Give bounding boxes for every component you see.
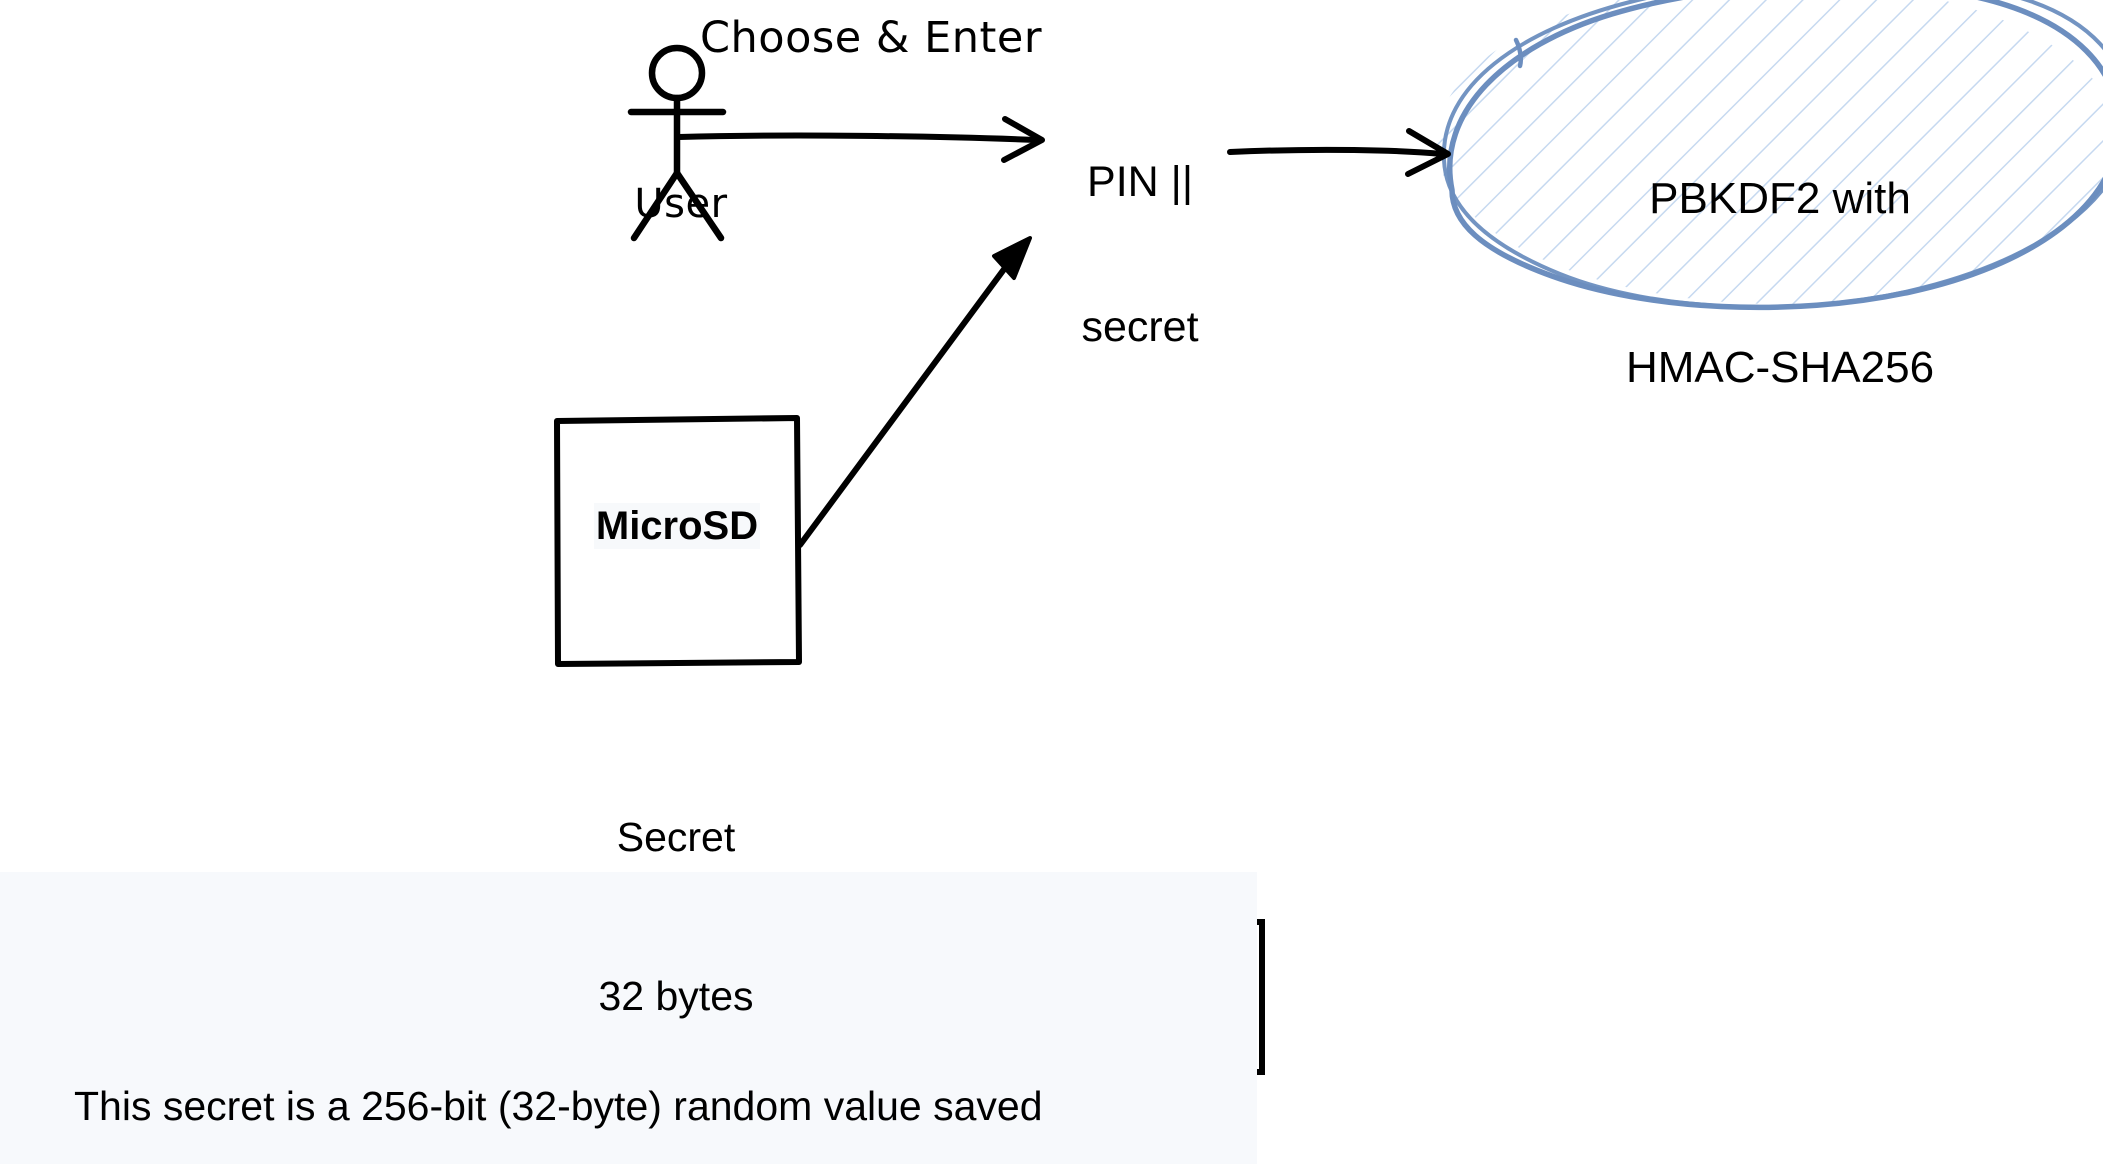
arrow-user-to-pin [676, 116, 1045, 163]
note-line-1: This secret is a 256-bit (32-byte) rando… [74, 1083, 1043, 1130]
arrow-pin-to-pbkdf2 [1227, 128, 1451, 177]
pbkdf2-line-2: HMAC-SHA256 [1625, 342, 1935, 392]
pbkdf2-line-1: PBKDF2 with [1649, 173, 1911, 223]
pin-secret-node: PIN || secret [1040, 62, 1240, 447]
pin-secret-line-1: PIN || [1087, 158, 1193, 207]
actor-label: User [634, 181, 728, 227]
pin-secret-line-2: secret [1081, 302, 1199, 351]
microsd-box-label: MicroSD [556, 503, 798, 549]
microsd-box-label-text: MicroSD [593, 503, 761, 549]
note-text: This secret is a 256-bit (32-byte) rando… [74, 896, 1254, 1164]
secret-caption: Secret 32 bytes [540, 704, 812, 1130]
pbkdf2-node-label: PBKDF2 with HMAC-SHA256 [1490, 58, 2070, 509]
actor-action-label: Choose & Enter [700, 13, 1043, 63]
secret-caption-line-1: Secret [616, 813, 736, 860]
arrow-microsd-to-pin [797, 236, 1032, 548]
secret-caption-line-2: 32 bytes [598, 973, 754, 1020]
note-panel [0, 872, 1257, 1164]
